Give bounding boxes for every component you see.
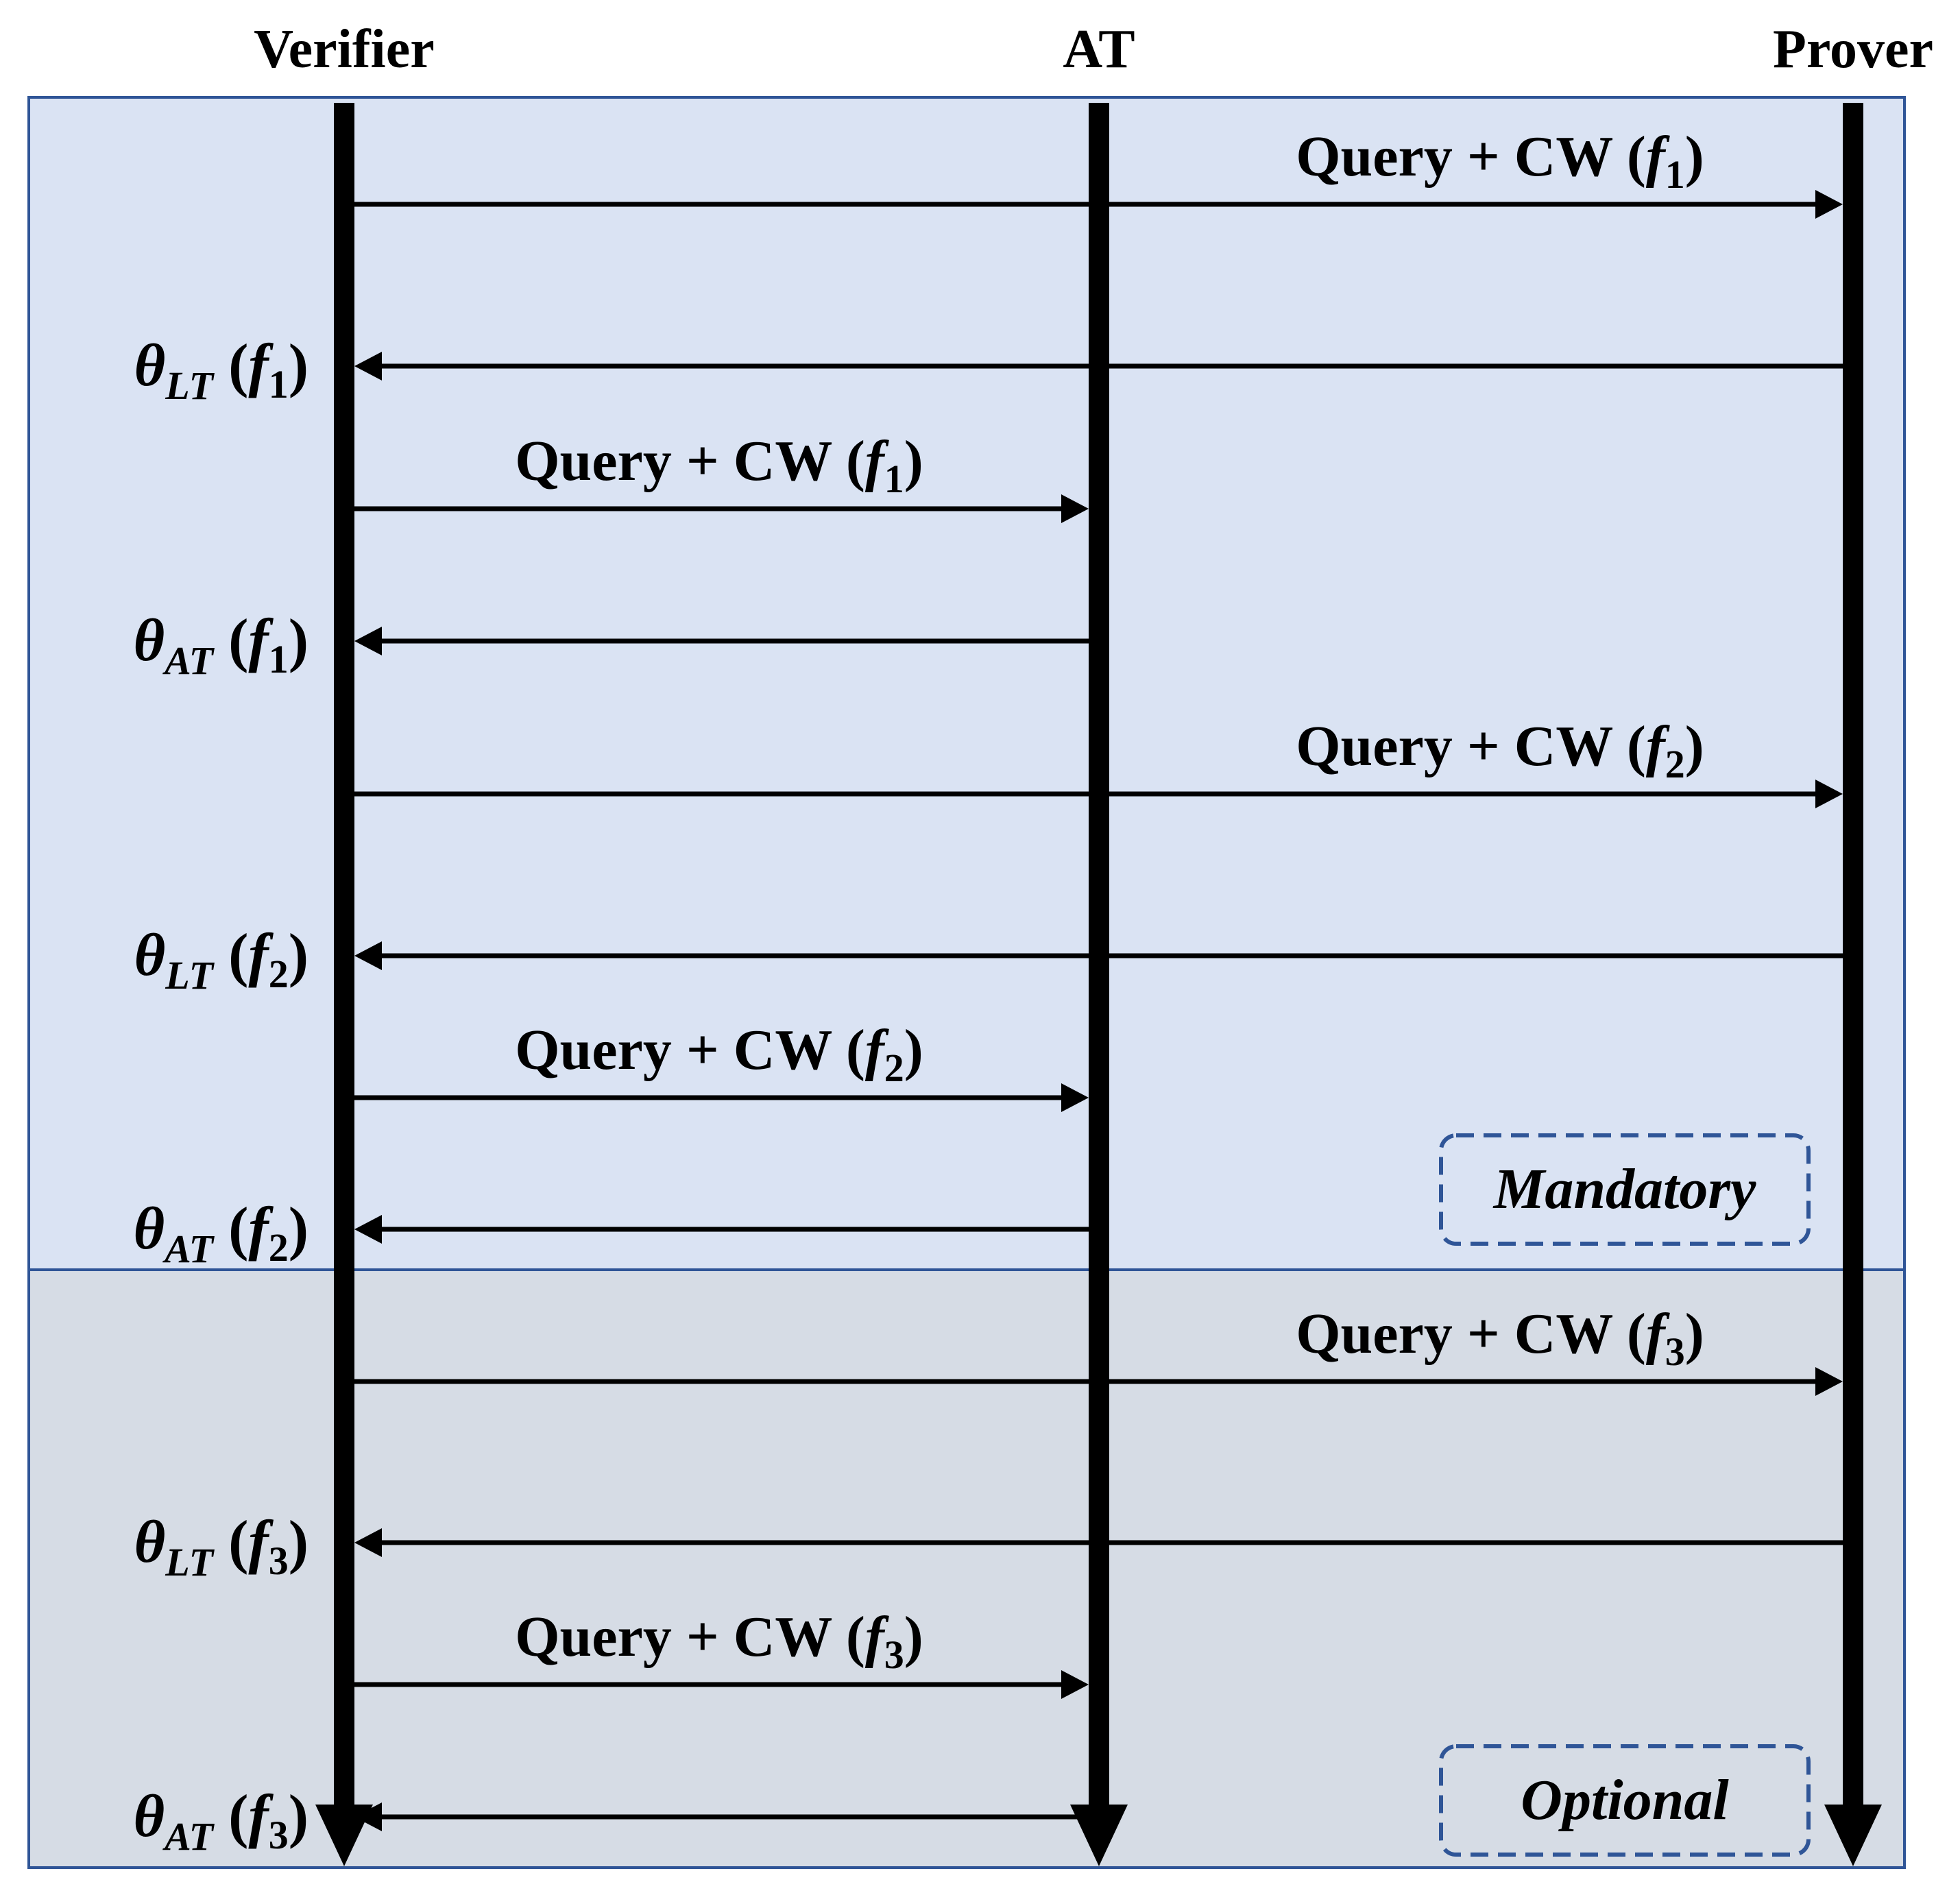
actor-prover-label: Prover: [1773, 19, 1933, 80]
message-arrowhead: [354, 1215, 382, 1244]
response-label: θLT (f3): [134, 1509, 308, 1584]
message-label: Query + CW (f1): [1296, 125, 1704, 197]
message-11: Query + CW (f3): [354, 1605, 1089, 1699]
lifeline-prover: [1824, 103, 1882, 1866]
message-label: Query + CW (f3): [1296, 1302, 1704, 1374]
message-6: θLT (f2): [134, 922, 1843, 998]
message-10: θLT (f3): [134, 1509, 1843, 1584]
message-8: θAT (f2): [133, 1196, 1089, 1271]
mandatory-region: [29, 97, 1904, 1270]
actor-verifier-label: Verifier: [254, 19, 435, 80]
message-arrowhead: [1061, 1083, 1089, 1112]
diagram-border: [27, 96, 1906, 1869]
message-12: θAT (f3): [133, 1783, 1089, 1859]
message-arrowhead: [354, 1802, 382, 1831]
message-3: Query + CW (f1): [354, 429, 1089, 523]
message-9: Query + CW (f3): [354, 1302, 1843, 1396]
response-label: θAT (f2): [133, 1196, 308, 1271]
mandatory-tag-label: Mandatory: [1492, 1157, 1756, 1221]
message-2: θLT (f1): [134, 333, 1843, 408]
message-7: Query + CW (f2): [354, 1018, 1089, 1112]
messages: Query + CW (f1) θLT (f1) Query + CW (f1) θA…: [133, 125, 1843, 1859]
lifeline-verifier: [315, 103, 373, 1866]
message-arrowhead: [1815, 190, 1843, 219]
message-arrowhead: [1061, 494, 1089, 523]
optional-tag: Optional: [1439, 1744, 1811, 1857]
message-arrowhead: [354, 352, 382, 381]
message-label: Query + CW (f2): [515, 1018, 923, 1090]
message-arrowhead: [1061, 1670, 1089, 1699]
message-5: Query + CW (f2): [354, 714, 1843, 808]
message-label: Query + CW (f2): [1296, 714, 1704, 786]
message-label: Query + CW (f3): [515, 1605, 923, 1677]
response-label: θAT (f3): [133, 1783, 308, 1859]
actor-at-label: AT: [1063, 19, 1135, 80]
optional-tag-label: Optional: [1521, 1768, 1729, 1832]
message-arrowhead: [354, 941, 382, 970]
message-arrowhead: [1815, 780, 1843, 808]
response-label: θLT (f1): [134, 333, 308, 408]
mandatory-tag: Mandatory: [1439, 1133, 1811, 1246]
response-label: θLT (f2): [134, 922, 308, 998]
message-1: Query + CW (f1): [354, 125, 1843, 219]
message-label: Query + CW (f1): [515, 429, 923, 501]
message-arrowhead: [354, 1528, 382, 1557]
message-arrowhead: [1815, 1367, 1843, 1396]
message-arrowhead: [354, 627, 382, 655]
